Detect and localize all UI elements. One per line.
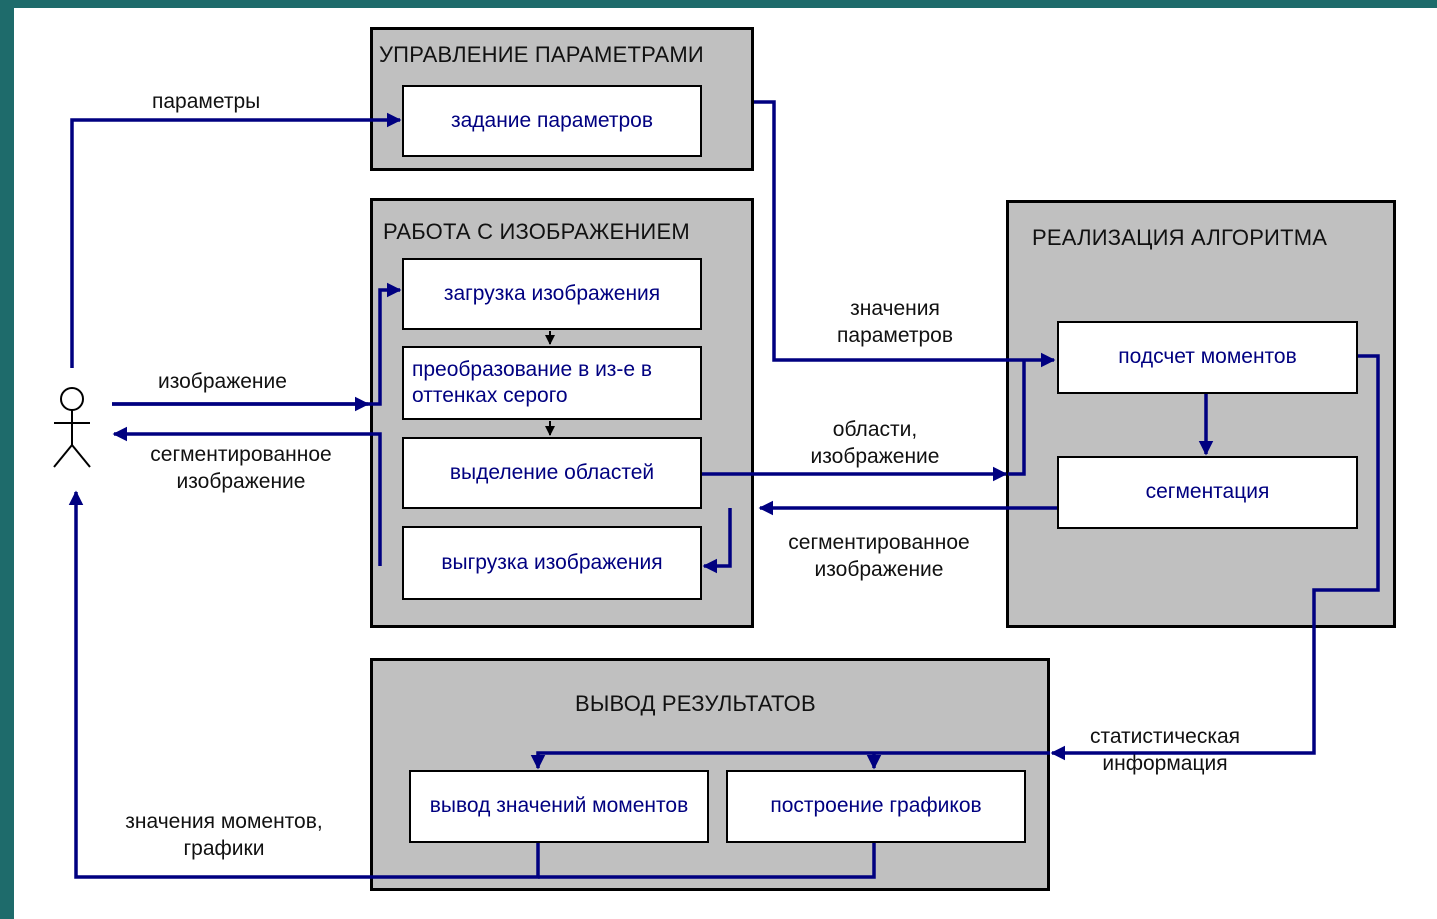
box-moment-calculation: подсчет моментов — [1057, 321, 1358, 394]
box-region-detection: выделение областей — [402, 437, 702, 509]
box-moment-values-output: вывод значений моментов — [409, 770, 709, 843]
user-actor-icon — [53, 387, 91, 468]
label-segmented-back: сегментированное изображение — [788, 531, 970, 582]
group-title: РЕАЛИЗАЦИЯ АЛГОРИТМА — [1032, 225, 1328, 250]
box-plot-graphs: построение графиков — [726, 770, 1026, 843]
group-algorithm: РЕАЛИЗАЦИЯ АЛГОРИТМА — [1006, 200, 1396, 628]
group-title: ВЫВОД РЕЗУЛЬТАТОВ — [575, 691, 816, 716]
box-load-image: загрузка изображения — [402, 258, 702, 330]
box-set-parameters: задание параметров — [402, 85, 702, 157]
group-title: УПРАВЛЕНИЕ ПАРАМЕТРАМИ — [379, 42, 704, 67]
label-parameters: параметры — [152, 90, 261, 113]
label-parameter-values: значения параметров — [837, 297, 953, 348]
label-regions-image: области, изображение — [810, 418, 940, 469]
label-moments-graphs: значения моментов, графики — [125, 810, 323, 861]
label-statistics: статистическая информация — [1089, 725, 1241, 776]
label-image-input: изображение — [158, 370, 287, 393]
box-segmentation: сегментация — [1057, 456, 1358, 529]
label-segmented-to-user: сегментированное изображение — [150, 443, 332, 494]
box-grayscale-conversion: преобразование в из-е в оттенках серого — [402, 346, 702, 420]
group-title: РАБОТА С ИЗОБРАЖЕНИЕМ — [383, 219, 690, 244]
box-export-image: выгрузка изображения — [402, 526, 702, 600]
